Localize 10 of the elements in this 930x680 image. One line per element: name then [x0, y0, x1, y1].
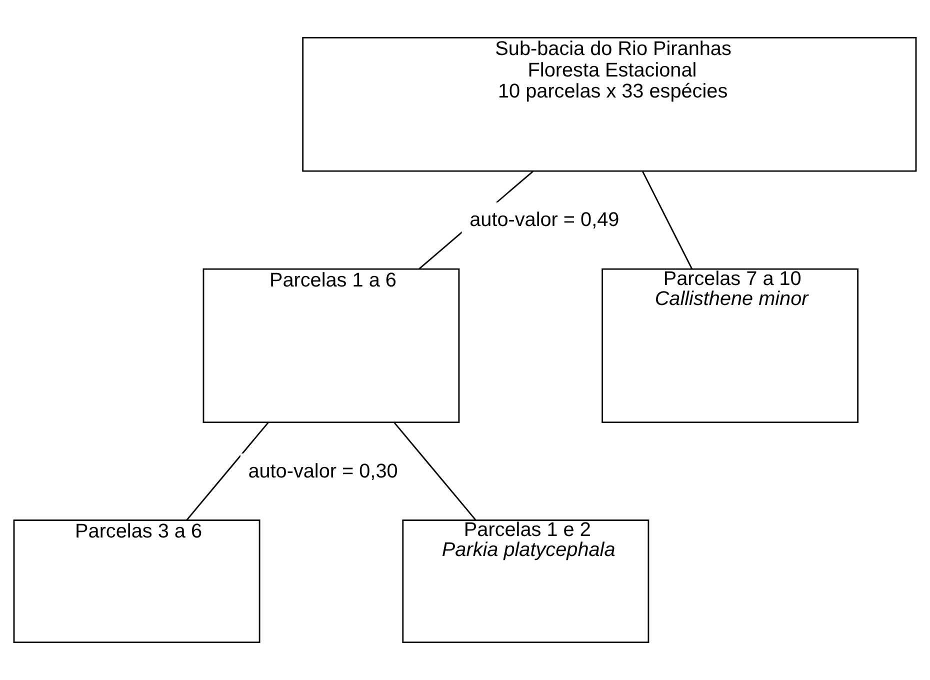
- edge-label: auto-valor = 0,30: [248, 460, 398, 482]
- node-box: Parcelas 1 e 2 Parkia platycephala: [402, 520, 650, 644]
- node-box: Sub-bacia do Rio Piranhas Floresta Estacional 10 parcelas x 33 espécies: [302, 36, 917, 172]
- node-box: Parcelas 1 a 6: [202, 268, 460, 424]
- node-box: Parcelas 3 a 6: [13, 520, 260, 644]
- node-box: Parcelas 7 a 10 Callisthene minor: [602, 268, 859, 424]
- connector: [642, 171, 693, 270]
- edge-label: auto-valor = 0,49: [470, 209, 620, 232]
- connector: [186, 422, 269, 521]
- connector: [394, 422, 476, 521]
